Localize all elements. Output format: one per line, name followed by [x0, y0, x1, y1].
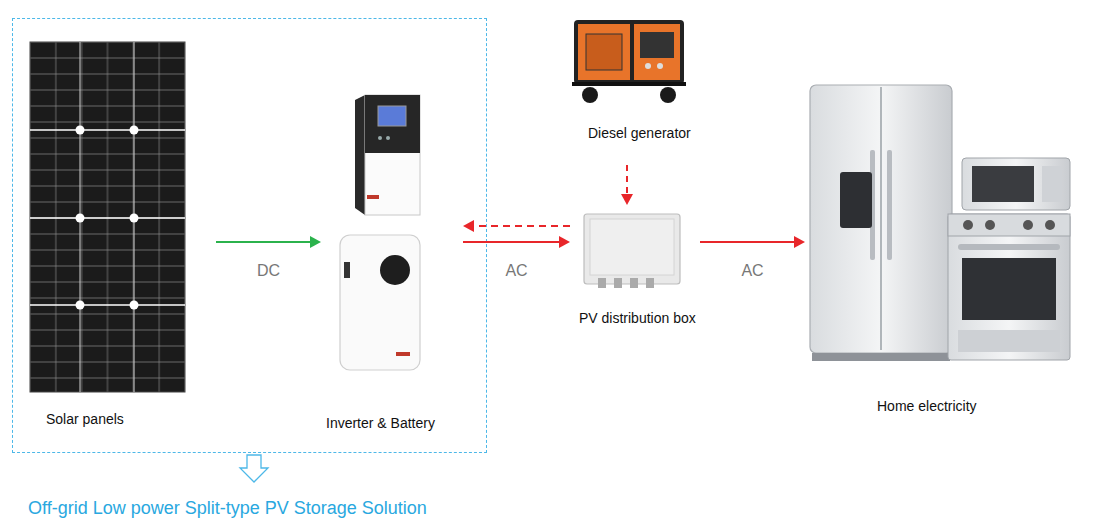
flow-line — [216, 241, 312, 243]
flow-arrow — [463, 236, 570, 248]
inverter-node: Inverter & Battery — [321, 91, 456, 431]
generator-node: Diesel generator — [560, 8, 700, 145]
distribution-node: PV distribution box — [570, 205, 695, 330]
group-caption: Off-grid Low power Split-type PV Storage… — [28, 497, 427, 519]
home-node: Home electricity — [805, 80, 1080, 420]
flow-line — [463, 241, 561, 243]
node-label: PV distribution box — [579, 309, 696, 327]
distribution-box — [584, 214, 680, 288]
arrow-head — [559, 236, 570, 248]
inverter-unit — [355, 95, 420, 215]
oven — [948, 214, 1070, 360]
edge-label: DC — [257, 262, 280, 280]
edge-label: AC — [505, 262, 527, 280]
node-label: Inverter & Battery — [326, 414, 435, 432]
flow-arrow — [216, 236, 321, 248]
node-label: Home electricity — [877, 397, 977, 415]
refrigerator — [810, 85, 952, 361]
flow-line — [700, 241, 796, 243]
caption-arrow — [240, 455, 268, 482]
solar-panel — [30, 42, 185, 392]
system-group: Off-grid Low power Split-type PV Storage… — [12, 18, 487, 453]
microwave — [962, 158, 1070, 210]
arrow-head — [463, 220, 474, 232]
solar-node: Solar panels — [31, 41, 191, 436]
battery-unit — [340, 235, 420, 370]
flow-line — [472, 225, 570, 227]
node-label: Diesel generator — [588, 124, 691, 142]
edge-label: AC — [741, 262, 763, 280]
arrow-head — [794, 236, 805, 248]
flow-line — [626, 165, 628, 196]
diesel-generator — [572, 20, 686, 103]
node-label: Solar panels — [46, 410, 124, 428]
flow-arrow — [700, 236, 805, 248]
flow-arrow — [463, 220, 570, 232]
arrow-head — [621, 194, 633, 205]
arrow-head — [310, 236, 321, 248]
flow-arrow — [621, 165, 633, 205]
